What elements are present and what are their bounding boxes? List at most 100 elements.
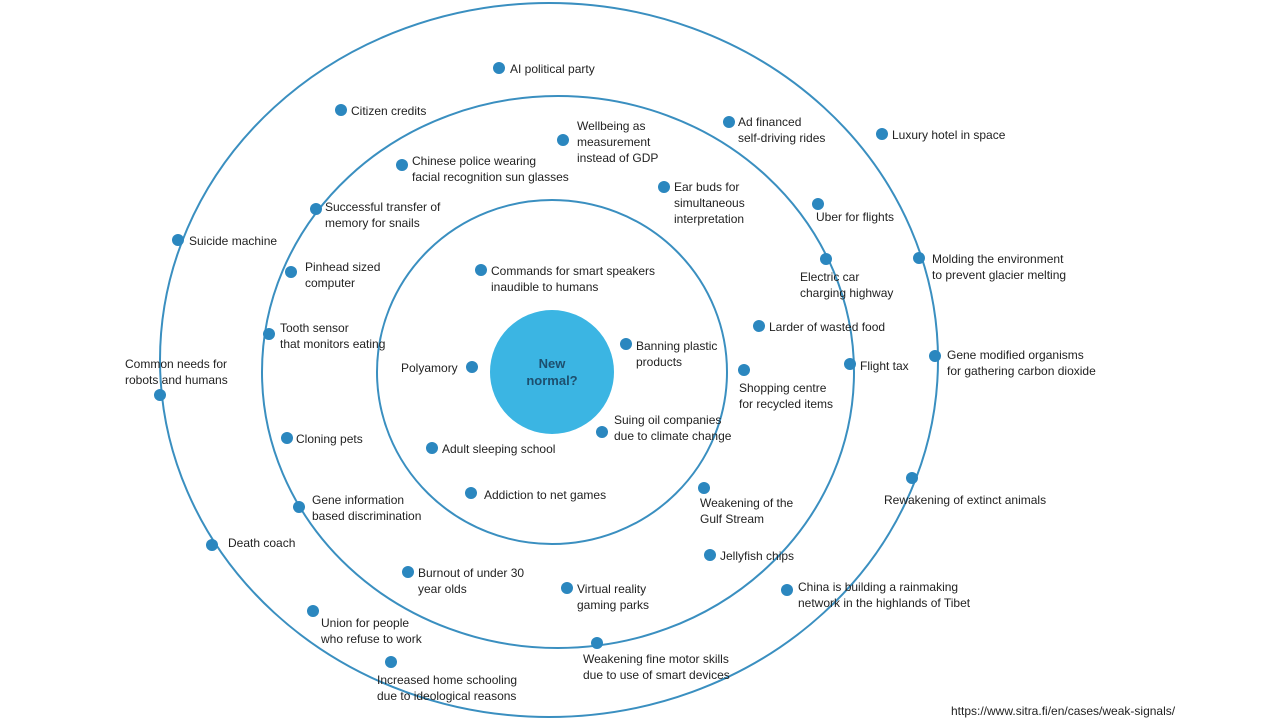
signal-label-line: due to climate change	[614, 429, 732, 443]
signal-label-line: due to use of smart devices	[583, 668, 730, 682]
signal-label-line: Electric car	[800, 270, 860, 284]
signal-dot	[206, 539, 218, 551]
signal-label-line: Molding the environment	[932, 252, 1064, 266]
signal-dot	[723, 116, 735, 128]
signal-label-line: Banning plastic	[636, 339, 718, 353]
signal-label-line: Citizen credits	[351, 104, 427, 118]
signal-label-line: Cloning pets	[296, 432, 363, 446]
signal-label-line: Weakening fine motor skills	[583, 652, 729, 666]
signal-label: Polyamory	[401, 360, 458, 376]
signal-label: Ad financed self-driving rides	[738, 114, 825, 146]
signal-dot	[426, 442, 438, 454]
signal-dot	[385, 656, 397, 668]
signal-dot	[466, 361, 478, 373]
signal-label-line: memory for snails	[325, 216, 420, 230]
signal-dot	[557, 134, 569, 146]
signal-label-line: that monitors eating	[280, 337, 386, 351]
signal-label-line: simultaneous	[674, 196, 745, 210]
signal-dot	[465, 487, 477, 499]
signal-dot	[281, 432, 293, 444]
signal-label: Adult sleeping school	[442, 441, 555, 457]
signal-label-line: to prevent glacier melting	[932, 268, 1067, 282]
signal-dot	[738, 364, 750, 376]
signal-label-line: Jellyfish chips	[720, 549, 795, 563]
signal-dot	[335, 104, 347, 116]
center-label-line: New	[538, 356, 566, 371]
signal-label-line: Suing oil companies	[614, 413, 722, 427]
signal-label-line: for recycled items	[739, 397, 834, 411]
signal-dot	[596, 426, 608, 438]
signal-label: Luxury hotel in space	[892, 127, 1005, 143]
signal-label-line: self-driving rides	[738, 131, 826, 145]
signal-label-line: Gene information	[312, 493, 405, 507]
signal-label: Increased home schooling due to ideologic…	[377, 672, 517, 704]
signal-label-line: Virtual reality	[577, 582, 647, 596]
signal-label: Electric car charging highway	[800, 269, 893, 301]
signal-dot	[820, 253, 832, 265]
signal-label: Suing oil companies due to climate change	[614, 412, 731, 444]
signal-label-line: products	[636, 355, 683, 369]
signal-label-line: Increased home schooling	[377, 673, 518, 687]
signal-label-line: based discrimination	[312, 509, 422, 523]
signal-label-line: for gathering carbon dioxide	[947, 364, 1096, 378]
signal-label-line: measurement	[577, 135, 651, 149]
signal-label-line: Weakening of the	[700, 496, 794, 510]
signal-label-line: instead of GDP	[577, 151, 659, 165]
signal-dot	[293, 501, 305, 513]
signal-label-line: Commands for smart speakers	[491, 264, 656, 278]
signal-label-line: Burnout of under 30	[418, 566, 525, 580]
signal-label-line: due to ideological reasons	[377, 689, 517, 703]
signal-label: Wellbeing as measurement instead of GDP	[577, 118, 658, 166]
signal-dot	[753, 320, 765, 332]
center-circle	[490, 310, 614, 434]
signal-label-line: Union for people	[321, 616, 410, 630]
signal-label-line: China is building a rainmaking	[798, 580, 959, 594]
inner-ring	[376, 199, 728, 545]
signal-label: Successful transfer of memory for snails	[325, 199, 440, 231]
signal-label-line: who refuse to work	[321, 632, 422, 646]
signal-dot	[307, 605, 319, 617]
signal-label: Gene information based discrimination	[312, 492, 421, 524]
signal-label-line: network in the highlands of Tibet	[798, 596, 971, 610]
signal-label-line: charging highway	[800, 286, 894, 300]
signal-label: China is building a rainmaking network in…	[798, 579, 970, 611]
signal-dot	[493, 62, 505, 74]
signal-label: AI political party	[510, 61, 595, 77]
signal-label-line: Wellbeing as	[577, 119, 646, 133]
signal-label: Rewakening of extinct animals	[884, 492, 1046, 508]
signal-label-line: Larder of wasted food	[769, 320, 886, 334]
signal-label-line: Gulf Stream	[700, 512, 765, 526]
signal-dot	[561, 582, 573, 594]
signal-label-line: Successful transfer of	[325, 200, 441, 214]
signal-label: Virtual reality gaming parks	[577, 581, 649, 613]
signal-label-line: Death coach	[228, 536, 296, 550]
signal-label-line: Polyamory	[401, 361, 458, 375]
signal-label-line: gaming parks	[577, 598, 650, 612]
signal-label: Weakening fine motor skills due to use of…	[583, 651, 730, 683]
signal-label: Flight tax	[860, 358, 909, 374]
signal-label: Larder of wasted food	[769, 319, 885, 335]
signal-label: Addiction to net games	[484, 487, 606, 503]
signal-label-line: Adult sleeping school	[442, 442, 556, 456]
signal-label-line: Ad financed	[738, 115, 802, 129]
signal-label: Banning plastic products	[636, 338, 717, 370]
signal-dot	[285, 266, 297, 278]
signal-label: Uber for flights	[816, 209, 894, 225]
signal-dot	[876, 128, 888, 140]
signal-label-line: AI political party	[510, 62, 595, 76]
signal-dot	[154, 389, 166, 401]
signal-label-line: Flight tax	[860, 359, 909, 373]
signal-dot	[658, 181, 670, 193]
center-label: New normal?	[490, 355, 614, 389]
signal-label: Suicide machine	[189, 233, 277, 249]
signal-dot	[402, 566, 414, 578]
source-url[interactable]: https://www.sitra.fi/en/cases/weak-signa…	[951, 704, 1176, 718]
signal-dot	[475, 264, 487, 276]
